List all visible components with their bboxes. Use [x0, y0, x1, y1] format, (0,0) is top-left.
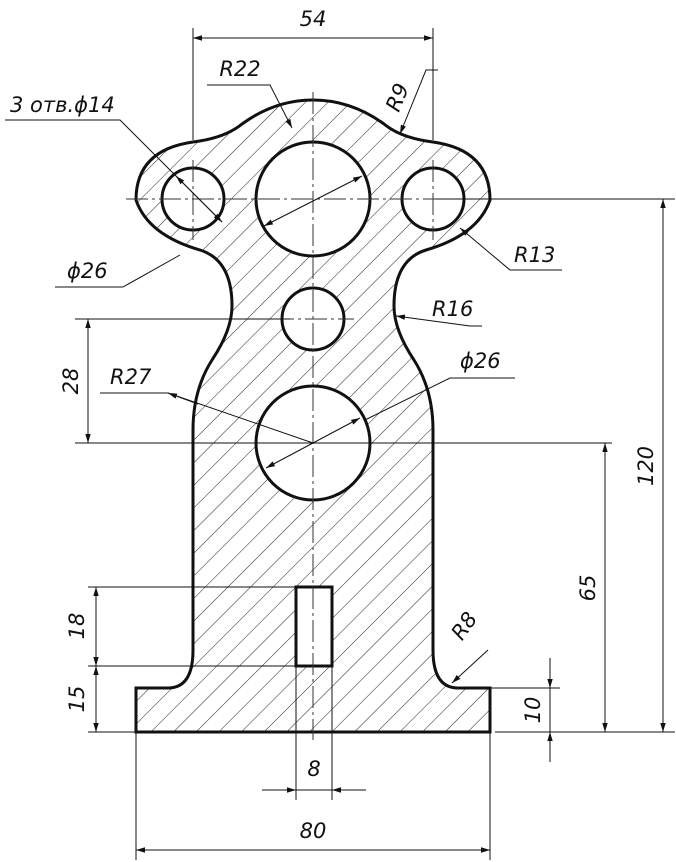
slot-8x18: [294, 585, 334, 668]
dimension-labels: 54 R22 R9 3 отв.ϕ14 ϕ26 R13 R16 ϕ26 R27 …: [10, 7, 658, 843]
label-r13: R13: [514, 243, 555, 267]
label-d26-mid: ϕ26: [460, 349, 501, 373]
label-r8: R8: [446, 608, 482, 645]
label-120: 120: [634, 446, 658, 486]
label-10: 10: [521, 697, 545, 724]
label-r16: R16: [432, 297, 473, 321]
label-r9: R9: [381, 80, 414, 115]
label-8: 8: [307, 757, 320, 781]
label-r27: R27: [110, 365, 152, 389]
label-r22: R22: [219, 57, 260, 81]
label-28: 28: [59, 368, 83, 395]
label-width-54: 54: [300, 7, 327, 31]
dimension-lines: [5, 28, 675, 860]
label-65: 65: [576, 575, 600, 602]
label-holes-3x14: 3 отв.ϕ14: [10, 93, 115, 117]
label-d26-top: ϕ26: [67, 259, 108, 283]
label-18: 18: [65, 613, 89, 640]
label-width-80: 80: [300, 819, 327, 843]
label-15: 15: [65, 686, 89, 713]
